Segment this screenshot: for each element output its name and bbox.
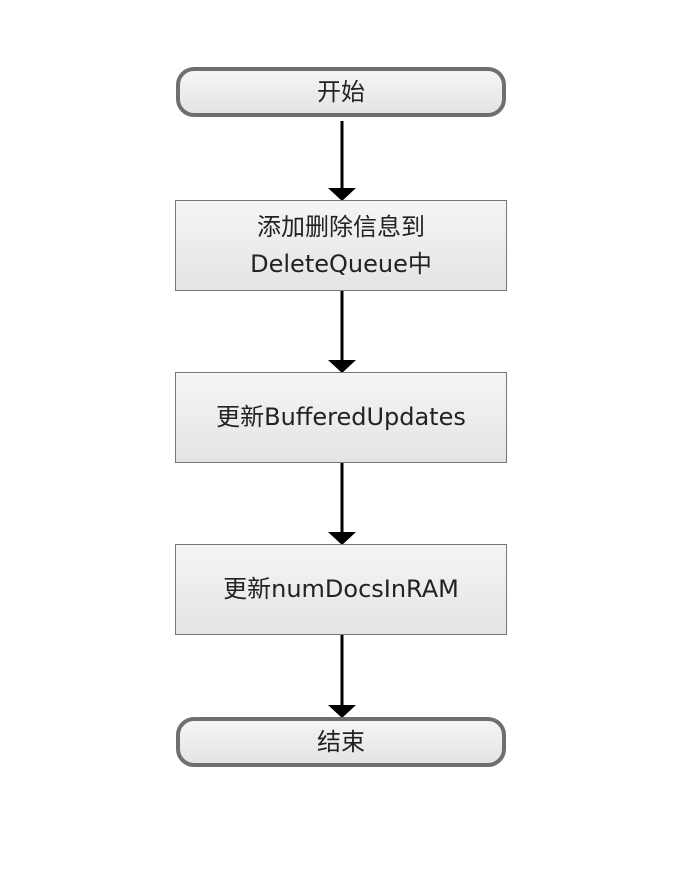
process-node-label-line-2: DeleteQueue中 <box>250 249 432 278</box>
start-node-label: 开始 <box>317 77 365 106</box>
end-node-label: 结束 <box>317 727 365 756</box>
process-node-label: 更新numDocsInRAM <box>223 575 459 603</box>
process-node-text: 添加删除信息到 DeleteQueue中 <box>250 209 432 283</box>
end-node: 结束 <box>176 717 506 767</box>
process-node-label-line-1: 添加删除信息到 <box>256 212 425 241</box>
process-node-update-buffered-updates: 更新BufferedUpdates <box>175 372 507 463</box>
arrowhead-icon <box>328 360 356 373</box>
arrowhead-icon <box>328 188 356 201</box>
process-node-label: 更新BufferedUpdates <box>216 403 466 431</box>
connector-step-1-to-step-2 <box>328 291 356 373</box>
connector-step-2-to-step-3 <box>328 463 356 545</box>
process-node-update-num-docs: 更新numDocsInRAM <box>175 544 507 635</box>
connector-step-3-to-end <box>328 635 356 718</box>
connector-start-to-step-1 <box>328 121 356 201</box>
arrowhead-icon <box>328 705 356 718</box>
arrowhead-icon <box>328 532 356 545</box>
process-node-add-delete-info: 添加删除信息到 DeleteQueue中 <box>175 200 507 291</box>
start-node: 开始 <box>176 67 506 117</box>
